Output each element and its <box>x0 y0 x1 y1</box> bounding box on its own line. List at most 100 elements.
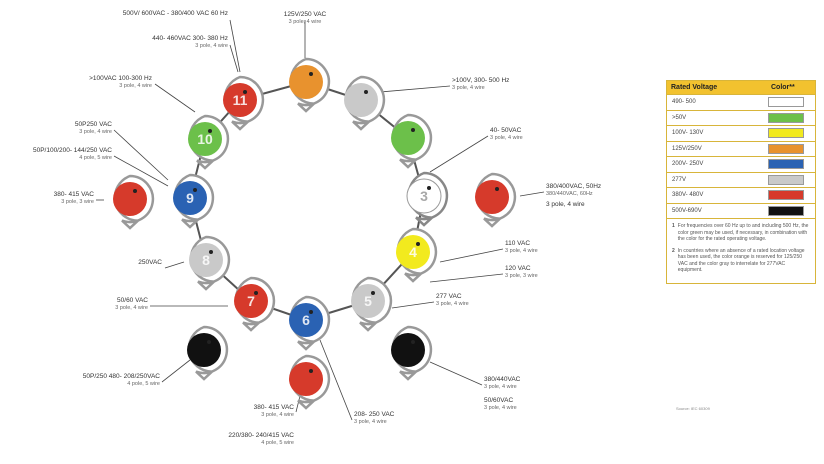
voltage-label: 440- 460VAC 300- 380 Hz <box>152 35 228 42</box>
callout-line <box>379 85 451 93</box>
voltage-label: 50P/100/200- 144/250 VAC <box>33 147 112 154</box>
legend-color-swatch <box>768 143 804 154</box>
pole-wire-label: 3 pole, 4 wire <box>119 83 152 89</box>
callout-line <box>429 135 489 173</box>
legend-color-swatch <box>768 128 804 139</box>
pole-wire-label: 3 pole, 4 wire <box>436 301 469 307</box>
pole-wire-label: 4 pole, 5 wire <box>127 381 160 387</box>
pole-wire-label: 3 pole, 4 wire <box>261 412 294 418</box>
voltage-label: 500V/ 600VAC - 380/400 VAC 60 Hz <box>123 10 228 17</box>
connector-7: 6 <box>289 295 331 351</box>
pole-wire-label: 3 pole, 3 wire <box>505 273 538 279</box>
pole-wire-label: 3 pole, 4 wire <box>115 305 148 311</box>
callout-line <box>229 19 241 73</box>
connector-number: 8 <box>202 252 210 268</box>
legend-voltage: 200V- 250V <box>672 161 704 168</box>
connector-face <box>391 333 425 367</box>
earth-pin-dot <box>364 90 368 94</box>
connector-number: 5 <box>364 293 372 309</box>
earth-pin-dot <box>411 128 415 132</box>
pole-wire-label: 4 pole, 5 wire <box>79 155 112 161</box>
connector-15 <box>187 325 229 381</box>
callout-line <box>229 44 239 73</box>
earth-pin-dot <box>309 369 313 373</box>
connector-4: 3 <box>406 171 449 227</box>
legend-row: 490- 500 <box>667 95 815 111</box>
connector-face <box>344 83 378 117</box>
connector-number: 7 <box>247 293 255 309</box>
connector-face <box>223 83 257 117</box>
connector-face <box>289 303 323 337</box>
callout-line <box>519 191 545 197</box>
voltage-label: 120 VAC <box>505 265 531 272</box>
connector-face <box>188 122 222 156</box>
earth-pin-dot <box>243 90 247 94</box>
earth-pin-dot <box>254 291 258 295</box>
pole-wire-label: 380/440VAC, 60Hz <box>546 191 593 197</box>
callout-line <box>439 248 504 263</box>
pole-wire-label: 3 pole, 4 wire <box>484 384 517 390</box>
connector-14 <box>113 174 155 230</box>
earth-pin-dot <box>411 340 415 344</box>
connector-face <box>351 284 385 318</box>
pole-wire-label: 3 pole, 4 wire <box>452 85 485 91</box>
earth-pin-dot <box>209 250 213 254</box>
callout-line <box>113 129 169 181</box>
connector-1 <box>289 57 331 113</box>
connector-2 <box>344 75 386 131</box>
voltage-label: 50P/250 480- 208/250VAC <box>83 373 161 380</box>
callout-line <box>319 339 353 421</box>
voltage-label: 40- 50VAC <box>490 127 522 134</box>
connector-face <box>173 181 207 215</box>
voltage-label: 110 VAC <box>505 240 530 247</box>
earth-pin-dot <box>309 310 313 314</box>
earth-pin-dot <box>309 72 313 76</box>
connector-3 <box>391 113 433 169</box>
connector-face <box>189 243 223 277</box>
callout-line <box>391 301 435 309</box>
connector-face <box>289 362 323 396</box>
note-number: 2 <box>672 247 675 254</box>
connector-number: 9 <box>186 190 194 206</box>
voltage-label: 220/380- 240/415 VAC <box>228 432 294 439</box>
legend-header-voltage: Rated Voltage <box>671 84 718 91</box>
connector-number: 3 <box>420 188 428 204</box>
earth-pin-dot <box>133 189 137 193</box>
legend-row: 125V/250V <box>667 142 815 157</box>
callout-lines <box>96 19 545 421</box>
pole-wire-label: 3 pole, 4 wire <box>484 405 517 411</box>
connector-face <box>406 178 442 214</box>
legend-header-color: Color** <box>771 84 795 91</box>
callout-line <box>113 155 169 187</box>
pole-wire-label: 3 pole, 4 wire <box>289 19 322 25</box>
earth-pin-dot <box>416 242 420 246</box>
legend-color-swatch <box>768 174 804 185</box>
voltage-label: 3 pole, 4 wire <box>546 201 585 208</box>
connector-face <box>113 182 147 216</box>
voltage-label: >100V, 300- 500 Hz <box>452 77 509 84</box>
voltage-label: 125V/250 VAC <box>284 11 327 18</box>
legend-row: 500V-690V <box>667 204 815 219</box>
legend-color-swatch <box>768 112 804 123</box>
voltage-label: 380/440VAC <box>484 376 521 383</box>
connector-face <box>475 180 509 214</box>
legend-voltage: 277V <box>672 176 687 183</box>
legend-row: >50V <box>667 111 815 126</box>
legend-voltage: 490- 500 <box>672 99 696 106</box>
voltage-label: 380- 415 VAC <box>54 191 95 198</box>
connector-number: 11 <box>233 92 248 108</box>
connector-number: 6 <box>302 312 310 328</box>
voltage-label: 50/60VAC <box>484 397 513 404</box>
callout-line <box>164 261 185 269</box>
legend-row: 100V- 130V <box>667 126 815 142</box>
voltage-label: 208- 250 VAC <box>354 411 395 418</box>
voltage-label: 50P250 VAC <box>75 121 112 128</box>
voltage-label: 50/60 VAC <box>117 297 148 304</box>
legend-voltage: 380V- 480V <box>672 192 704 199</box>
connector-11: 10 <box>188 114 230 170</box>
callout-line <box>161 359 191 383</box>
connector-6: 5 <box>351 276 393 332</box>
